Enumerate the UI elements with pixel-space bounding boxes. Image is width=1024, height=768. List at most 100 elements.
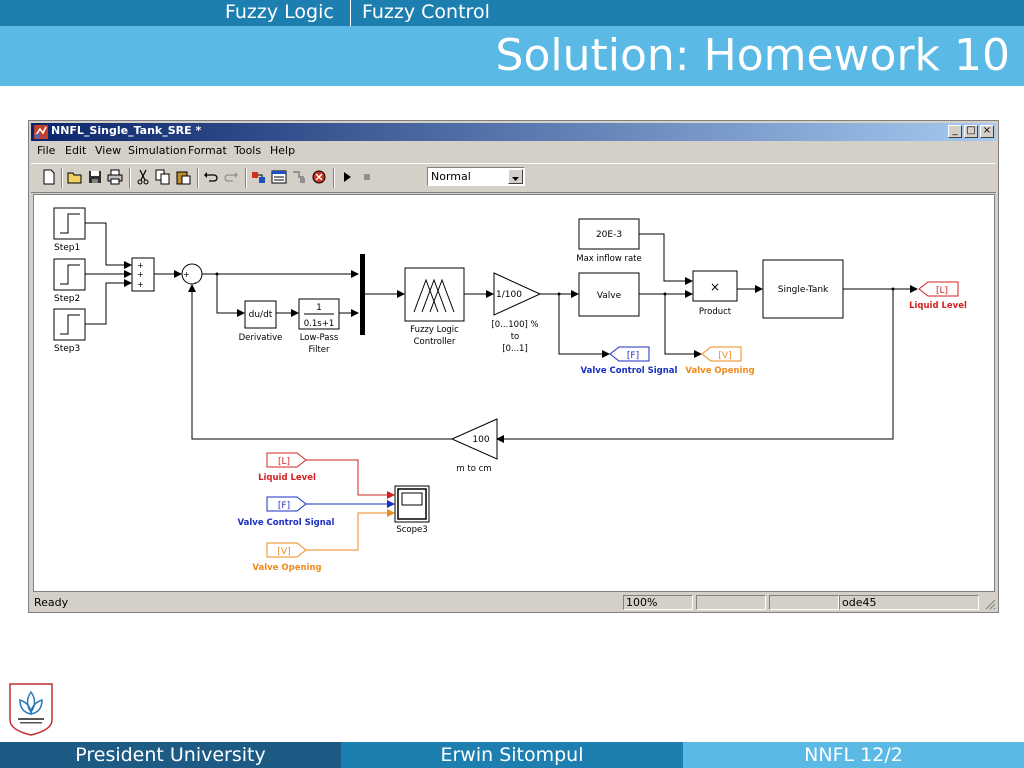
menu-help[interactable]: Help bbox=[270, 144, 296, 157]
undo-icon[interactable] bbox=[203, 169, 219, 185]
print-icon[interactable] bbox=[107, 169, 123, 185]
status-zoom-box: 100% bbox=[623, 595, 693, 610]
sum-block[interactable]: + + + bbox=[131, 257, 155, 292]
toolbar-separator bbox=[333, 168, 335, 188]
save-icon[interactable] bbox=[87, 169, 103, 185]
menu-edit[interactable]: Edit bbox=[65, 144, 87, 157]
build-icon[interactable] bbox=[311, 169, 327, 185]
window-title-bar[interactable]: NNFL_Single_Tank_SRE * _ □ × bbox=[31, 123, 996, 141]
valve-block[interactable] bbox=[578, 272, 640, 317]
step3-block[interactable] bbox=[53, 308, 86, 341]
signal-line bbox=[639, 233, 693, 285]
lpf-label-1: Low-Pass bbox=[300, 333, 339, 343]
from-tag-valve-control-signal[interactable] bbox=[266, 496, 307, 512]
lpf-label-2: Filter bbox=[308, 345, 330, 355]
start-icon[interactable] bbox=[339, 169, 355, 185]
subsection-label: Fuzzy Control bbox=[362, 1, 490, 23]
flc-label-2: Controller bbox=[414, 337, 456, 347]
from-l-label: Liquid Level bbox=[258, 473, 316, 483]
product-label: Product bbox=[699, 307, 732, 317]
goto-tag-valve-opening[interactable] bbox=[701, 346, 742, 362]
goto-tag-liquid-level[interactable] bbox=[918, 281, 959, 297]
scope-block[interactable] bbox=[394, 485, 430, 523]
flc-label-1: Fuzzy Logic bbox=[410, 325, 459, 335]
redo-icon[interactable] bbox=[223, 169, 239, 185]
president-university-logo bbox=[9, 683, 53, 736]
menu-format[interactable]: Format bbox=[188, 144, 227, 157]
derivative-block[interactable] bbox=[244, 300, 277, 329]
svg-text:-: - bbox=[194, 278, 197, 288]
step2-block[interactable] bbox=[53, 258, 86, 291]
max-inflow-value: 20E-3 bbox=[596, 230, 622, 240]
fuzzy-logic-controller-block[interactable] bbox=[404, 267, 465, 322]
max-inflow-constant-block[interactable] bbox=[578, 218, 640, 250]
stop-icon[interactable] bbox=[359, 169, 375, 185]
paste-icon[interactable] bbox=[175, 169, 191, 185]
from-v-label: Valve Opening bbox=[252, 563, 321, 573]
product-block[interactable] bbox=[692, 270, 738, 302]
status-empty-box bbox=[769, 595, 839, 610]
gain-100-block[interactable] bbox=[450, 418, 498, 460]
max-inflow-label: Max inflow rate bbox=[576, 254, 642, 264]
signal-line bbox=[664, 294, 702, 358]
step3-label: Step3 bbox=[54, 344, 80, 354]
debugger-icon[interactable] bbox=[291, 169, 307, 185]
step1-block[interactable] bbox=[53, 207, 86, 240]
cut-icon[interactable] bbox=[135, 169, 151, 185]
block-diagram: Step1 Step2 Step3 + + + bbox=[53, 207, 967, 573]
svg-text:+: + bbox=[137, 270, 144, 279]
from-tag-liquid-level[interactable] bbox=[266, 452, 307, 468]
svg-text:+: + bbox=[137, 280, 144, 289]
resize-grip-icon[interactable] bbox=[984, 598, 996, 610]
library-browser-icon[interactable] bbox=[251, 169, 267, 185]
footer-course: NNFL 12/2 bbox=[683, 742, 1024, 768]
section-label: Fuzzy Logic bbox=[225, 1, 334, 23]
from-tag-valve-opening[interactable] bbox=[266, 542, 307, 558]
gain2-text: 100 bbox=[472, 435, 489, 445]
minimize-button[interactable]: _ bbox=[948, 125, 962, 138]
toolbar-separator bbox=[61, 168, 63, 188]
goto-l-text: [L] bbox=[936, 286, 948, 296]
signal-line bbox=[216, 274, 245, 317]
menu-tools[interactable]: Tools bbox=[234, 144, 262, 157]
signal-line bbox=[306, 459, 395, 499]
signal-line bbox=[558, 294, 610, 358]
gain1-label-3: [0...1] bbox=[502, 344, 528, 354]
footer-university: President University bbox=[0, 742, 341, 768]
simulation-mode-select[interactable]: Normal bbox=[427, 167, 525, 186]
menu-view[interactable]: View bbox=[95, 144, 122, 157]
error-sum-block[interactable]: + - bbox=[181, 263, 203, 288]
open-icon[interactable] bbox=[67, 169, 83, 185]
toolbar-separator bbox=[197, 168, 199, 188]
status-empty-box bbox=[696, 595, 766, 610]
header-divider bbox=[350, 0, 351, 26]
goto-v-label: Valve Opening bbox=[685, 366, 754, 376]
status-bar: Ready 100% ode45 bbox=[31, 595, 996, 611]
window-title: NNFL_Single_Tank_SRE * bbox=[51, 124, 202, 137]
close-button[interactable]: × bbox=[980, 125, 994, 138]
status-solver-box: ode45 bbox=[839, 595, 979, 610]
gain1-text: 1/100 bbox=[496, 290, 522, 300]
goto-tag-valve-control-signal[interactable] bbox=[609, 346, 650, 362]
model-canvas[interactable]: Step1 Step2 Step3 + + + bbox=[33, 194, 995, 592]
toolbar-separator bbox=[245, 168, 247, 188]
product-symbol: × bbox=[710, 280, 720, 294]
lpf-denominator: 0.1s+1 bbox=[304, 319, 334, 329]
maximize-button[interactable]: □ bbox=[964, 125, 978, 138]
chevron-down-icon[interactable] bbox=[508, 169, 523, 184]
simulink-window: NNFL_Single_Tank_SRE * _ □ × File Edit V… bbox=[28, 120, 999, 613]
new-icon[interactable] bbox=[41, 169, 57, 185]
single-tank-text: Single-Tank bbox=[778, 285, 829, 295]
goto-f-label: Valve Control Signal bbox=[581, 366, 678, 376]
gain-1-100-block[interactable] bbox=[493, 272, 542, 316]
slide-footer: President University Erwin Sitompul NNFL… bbox=[0, 742, 1024, 768]
model-explorer-icon[interactable] bbox=[271, 169, 287, 185]
copy-icon[interactable] bbox=[155, 169, 171, 185]
signal-line bbox=[85, 279, 132, 325]
menu-simulation[interactable]: Simulation bbox=[128, 144, 187, 157]
simulink-app-icon bbox=[34, 125, 48, 139]
mux-block[interactable] bbox=[360, 254, 365, 335]
single-tank-block[interactable] bbox=[762, 259, 844, 319]
menu-file[interactable]: File bbox=[37, 144, 56, 157]
svg-text:+: + bbox=[137, 261, 144, 270]
